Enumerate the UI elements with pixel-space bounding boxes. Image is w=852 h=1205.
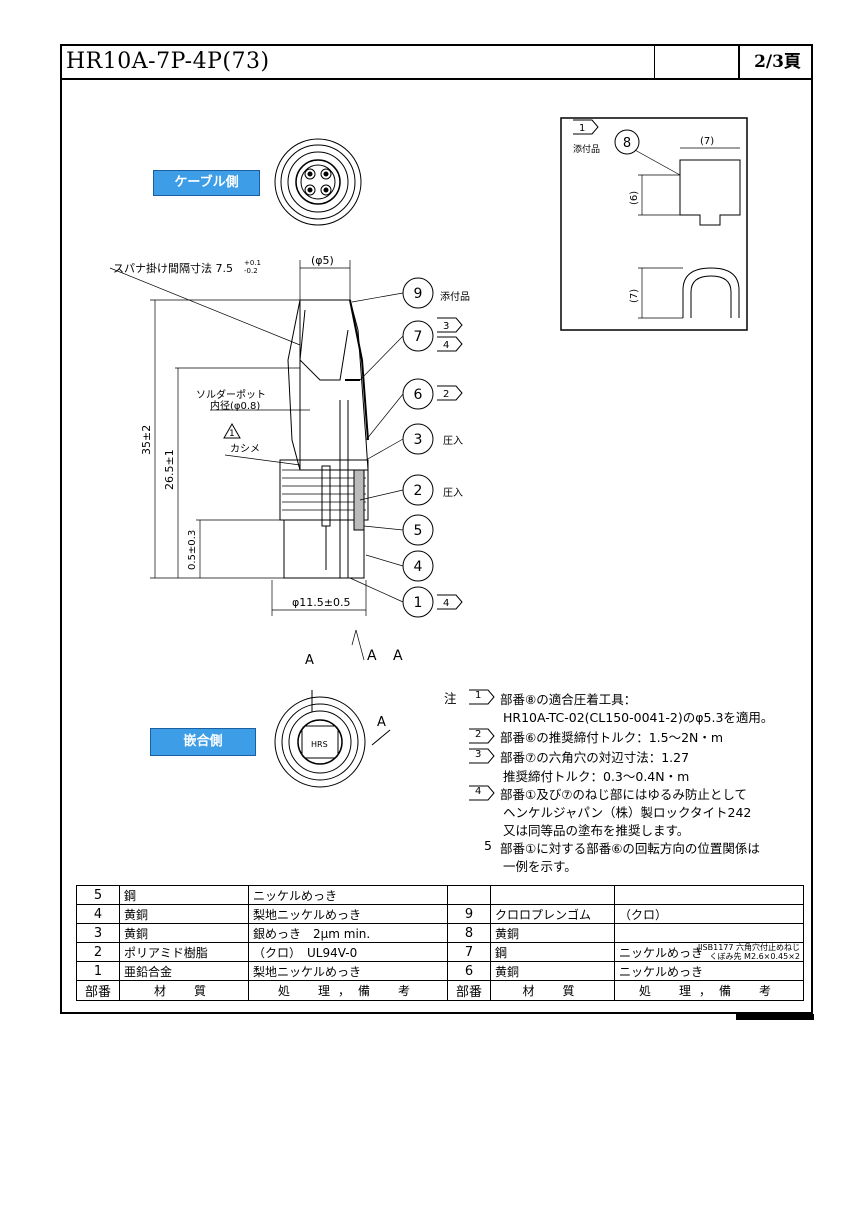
bottom-bar: [736, 1014, 814, 1020]
table-row: 2 ポリアミド樹脂 （クロ） UL94V-0 7 鋼 ニッケルめっき JISB1…: [76, 942, 804, 962]
page-number: 2/3頁: [738, 46, 815, 78]
section-a-right: A: [377, 715, 386, 730]
mating-side-label: 嵌合側: [150, 728, 256, 756]
table-row: 4 黄銅 梨地ニッケルめっき 9 クロロプレンゴム （クロ）: [76, 904, 804, 924]
note1-line-b: HR10A-TC-02(CL150-0041-2)のφ5.3を適用。: [503, 710, 774, 725]
note4-line-b: ヘンケルジャパン（株）製ロックタイト242: [503, 805, 752, 820]
callout-1-ref: 4: [443, 598, 449, 609]
dim-265: 26.5±1: [163, 449, 176, 490]
note1-num: 1: [475, 690, 482, 701]
dim-115: φ11.5±0.5: [292, 596, 350, 609]
callout-6-ref: 2: [443, 389, 449, 400]
note1-line-a: 部番⑧の適合圧着工具：: [500, 692, 637, 707]
detail-attach: 添付品: [573, 144, 600, 155]
note3-line-b: 推奨締付トルク：0.3～0.4N・m: [503, 769, 690, 784]
note2-num: 2: [475, 729, 482, 740]
kashime-triangle: [223, 422, 241, 439]
drawing-title: HR10A-7P-4P(73): [66, 49, 270, 74]
ref-flags: [437, 317, 463, 610]
mating-side-view: [274, 690, 391, 788]
detail-ref: 1: [579, 123, 585, 134]
section-a-top: A: [305, 653, 314, 668]
callout-6: 6: [414, 387, 423, 403]
inner-dia-label: 内径(φ0.8): [210, 399, 260, 412]
title-empty-cell: [654, 46, 739, 78]
spanner-tol-up: +0.1: [244, 259, 261, 267]
note5-num: 5: [484, 838, 492, 853]
callout-4: 4: [414, 559, 423, 575]
section-aa: A A: [367, 648, 409, 664]
table-header-row: 部番 材 質 処 理，備 考 部番 材 質 処 理，備 考: [76, 980, 804, 1001]
table-row: 5 鋼 ニッケルめっき: [76, 885, 804, 905]
note4-line-c: 又は同等品の塗布を推奨します。: [503, 823, 690, 838]
detail-8: 8: [623, 136, 631, 151]
title-block: HR10A-7P-4P(73) 2/3頁: [62, 46, 811, 80]
dim-35: 35±2: [140, 425, 153, 455]
note3-line-a: 部番⑦の六角穴の対辺寸法：1.27: [500, 750, 690, 765]
kashime-label: カシメ: [230, 443, 260, 455]
callout-7-ref2: 4: [443, 340, 449, 351]
callout-2: 2: [414, 483, 423, 499]
table-row: 1 亜鉛合金 梨地ニッケルめっき 6 黄銅 ニッケルめっき: [76, 961, 804, 981]
spanner-label: スパナ掛け間隔寸法 7.5: [113, 261, 233, 275]
callout-9-text: 添付品: [440, 290, 470, 303]
note4-num: 4: [475, 786, 482, 797]
leader-lines: [349, 292, 404, 603]
table-row: 3 黄銅 銀めっき 2μm min. 8 黄銅: [76, 923, 804, 943]
dimension-lines: [109, 260, 367, 661]
hrs-mark: HRS: [311, 740, 328, 749]
section-view: [279, 299, 369, 579]
dim-05: 0.5±0.3: [187, 530, 198, 570]
callout-2-text: 圧入: [443, 488, 463, 499]
solder-pot-label: ソルダーポット: [196, 388, 266, 401]
svg-text:1: 1: [229, 429, 235, 439]
note2-line: 部番⑥の推奨締付トルク：1.5～2N・m: [500, 730, 724, 745]
callout-1: 1: [414, 595, 423, 611]
note-flags: [469, 689, 495, 801]
detail-7a: (7): [700, 136, 714, 147]
cable-side-label: ケーブル側: [153, 170, 260, 196]
bill-of-materials: 5 鋼 ニッケルめっき 4 黄銅 梨地ニッケルめっき 9 クロロプレンゴム （ク…: [76, 885, 804, 1001]
detail-box: [560, 117, 748, 331]
note3-num: 3: [475, 749, 482, 760]
callout-3: 3: [414, 432, 423, 448]
note4-line-a: 部番①及び⑦のねじ部にはゆるみ防止として: [500, 787, 748, 802]
callout-3-text: 圧入: [443, 436, 463, 447]
callout-7: 7: [414, 329, 423, 345]
screw-spec-cell: ニッケルめっき JISB1177 六角穴付止めねじ くぼみ先 M2.6×0.45…: [614, 942, 804, 962]
detail-6: (6): [629, 191, 640, 205]
phi5-label: (φ5): [311, 254, 334, 267]
spanner-tol-dn: -0.2: [244, 267, 258, 275]
note5-line-b: 一例を示す。: [503, 859, 577, 874]
detail-7b: (7): [629, 289, 640, 303]
drawing-sheet: HR10A-7P-4P(73) 2/3頁: [60, 44, 813, 1014]
callout-9: 9: [414, 286, 423, 302]
callout-5: 5: [414, 523, 423, 539]
notes-head: 注: [444, 691, 457, 706]
detail-drawing: [573, 119, 741, 319]
note5-line-a: 部番①に対する部番⑥の回転方向の位置関係は: [500, 841, 760, 856]
cable-side-view: [274, 138, 362, 226]
callout-7-ref: 3: [443, 321, 449, 332]
